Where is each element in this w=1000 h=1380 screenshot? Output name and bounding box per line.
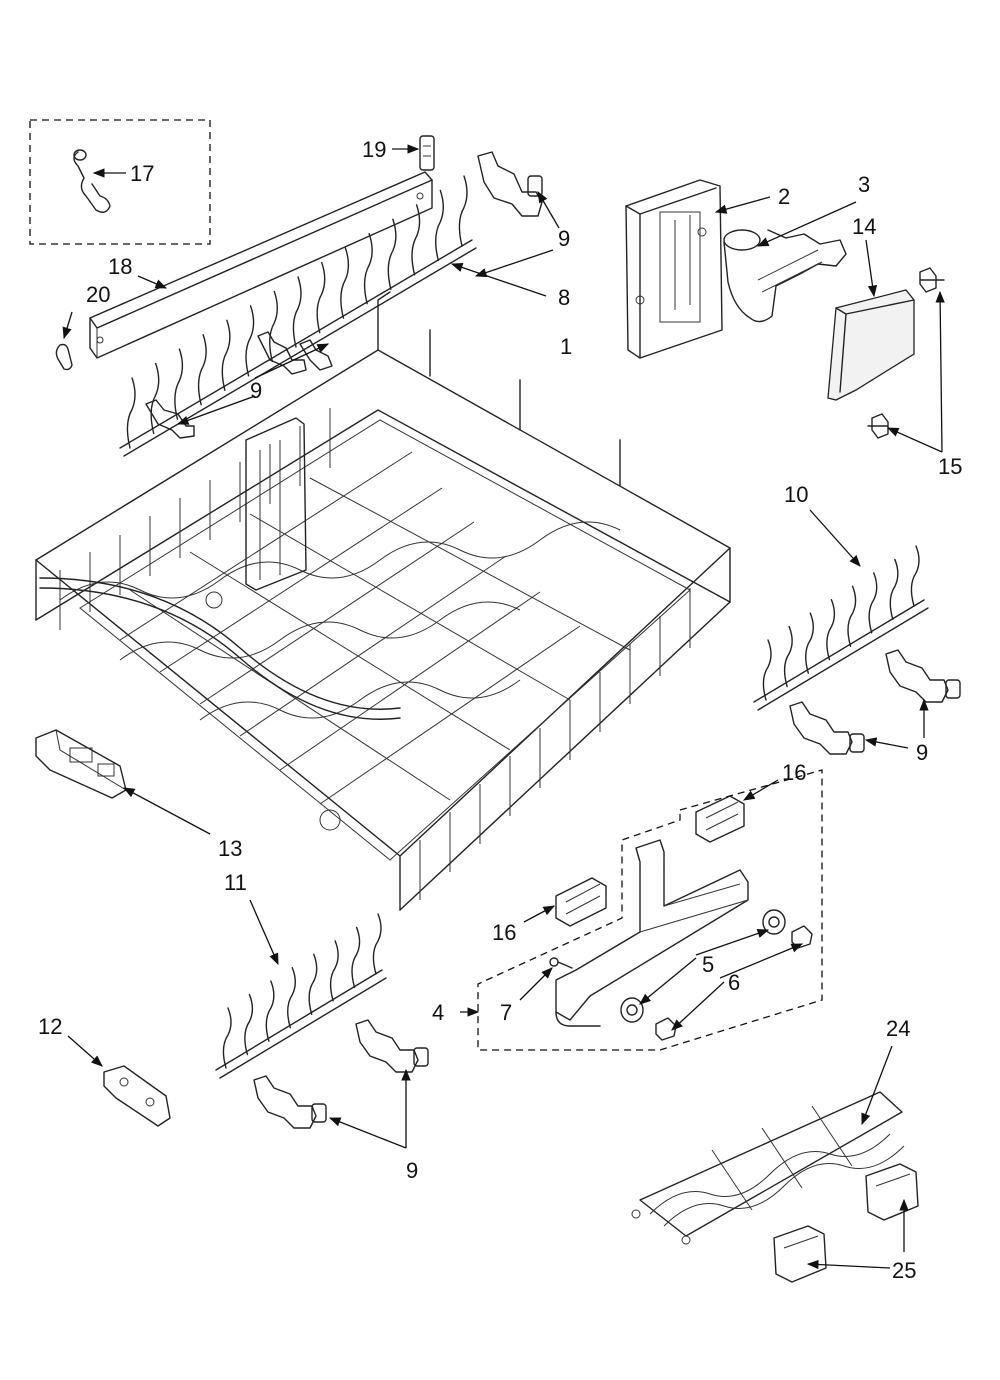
- callout-1: 1: [560, 334, 572, 359]
- tine: [222, 1007, 232, 1069]
- callout-11: 11: [224, 870, 247, 895]
- tine: [889, 558, 899, 621]
- tine: [411, 204, 421, 276]
- tine: [287, 967, 296, 1029]
- tine: [245, 305, 255, 377]
- tine: [363, 233, 373, 305]
- part-9-clip-top: [477, 151, 543, 217]
- part-8-tine-row: [119, 175, 477, 457]
- tine: [244, 993, 254, 1056]
- callout-3: 3: [858, 172, 870, 197]
- callout-7: 7: [500, 1000, 512, 1025]
- callout-17: 17: [130, 161, 154, 186]
- callout-9-bottom: 9: [406, 1158, 418, 1183]
- part-4-arm-assembly: [555, 839, 749, 1027]
- callout-2: 2: [778, 184, 790, 209]
- part-1-upper-rack: [35, 291, 731, 911]
- callout-5: 5: [702, 952, 714, 977]
- part-3-connector: [723, 229, 847, 323]
- tine: [197, 334, 207, 406]
- tine: [847, 585, 857, 647]
- tine: [805, 612, 814, 674]
- part-2-housing: [625, 179, 723, 359]
- callout-10: 10: [784, 482, 808, 507]
- part-5-washer: [620, 909, 786, 1023]
- tine: [308, 953, 318, 1015]
- tine: [351, 926, 361, 989]
- part-6-nut: [655, 925, 813, 1041]
- callout-13: 13: [218, 836, 242, 861]
- callout-labels: 17 19 9 8 18 20 1 9 2 3 14 15 10 9 13 16…: [38, 137, 962, 1283]
- callout-25: 25: [892, 1258, 916, 1283]
- part-7-screw: [549, 957, 573, 969]
- tine: [435, 189, 444, 262]
- tine: [150, 362, 160, 435]
- part-25-clips: [773, 1163, 919, 1283]
- tine: [868, 572, 878, 634]
- part-12-bracket: [103, 1065, 171, 1127]
- tine: [340, 247, 350, 319]
- callout-9-top: 9: [558, 226, 570, 251]
- callout-15: 15: [938, 454, 962, 479]
- part-9-clip-right: [789, 649, 961, 755]
- callout-9-right: 9: [916, 740, 928, 765]
- part-9-clip-bottom: [253, 1019, 429, 1129]
- callout-24: 24: [886, 1016, 910, 1041]
- callout-16-a: 16: [782, 760, 806, 785]
- part-20-pin: [55, 343, 73, 371]
- tine: [329, 940, 339, 1002]
- callout-14: 14: [852, 214, 876, 239]
- tine: [174, 348, 184, 420]
- part-16-clip-b: [555, 877, 607, 927]
- tine: [269, 290, 278, 363]
- part-11-tine-row: [215, 913, 387, 1079]
- part-4-assembly-outline: [477, 769, 823, 1051]
- part-14-cover: [827, 289, 915, 401]
- tine: [762, 639, 772, 701]
- tine: [265, 980, 275, 1042]
- part-18-rail: [89, 171, 433, 359]
- tine: [783, 625, 793, 688]
- tine: [221, 319, 231, 391]
- tine: [126, 377, 136, 449]
- callout-16-b: 16: [492, 920, 516, 945]
- callout-19: 19: [362, 137, 386, 162]
- callout-4: 4: [432, 1000, 444, 1025]
- tine: [458, 175, 468, 247]
- callout-9-mid: 9: [250, 378, 262, 403]
- part-17-detail-box: [29, 119, 211, 245]
- callout-12: 12: [38, 1014, 62, 1039]
- part-10-tine-row: [753, 545, 929, 711]
- tine: [387, 218, 397, 290]
- callout-6: 6: [728, 970, 740, 995]
- part-13-bracket: [35, 729, 127, 799]
- callout-20: 20: [86, 282, 110, 307]
- tine: [292, 276, 302, 348]
- part-9-clip-mid: [145, 331, 333, 439]
- part-24-wire-insert: [631, 1091, 905, 1245]
- callout-8: 8: [558, 285, 570, 310]
- leader-lines: [62, 144, 945, 1270]
- tine: [910, 545, 920, 607]
- tine: [826, 599, 836, 661]
- callout-18: 18: [108, 254, 132, 279]
- tine: [372, 913, 382, 975]
- tine: [316, 261, 326, 334]
- part-19-clip: [419, 135, 435, 171]
